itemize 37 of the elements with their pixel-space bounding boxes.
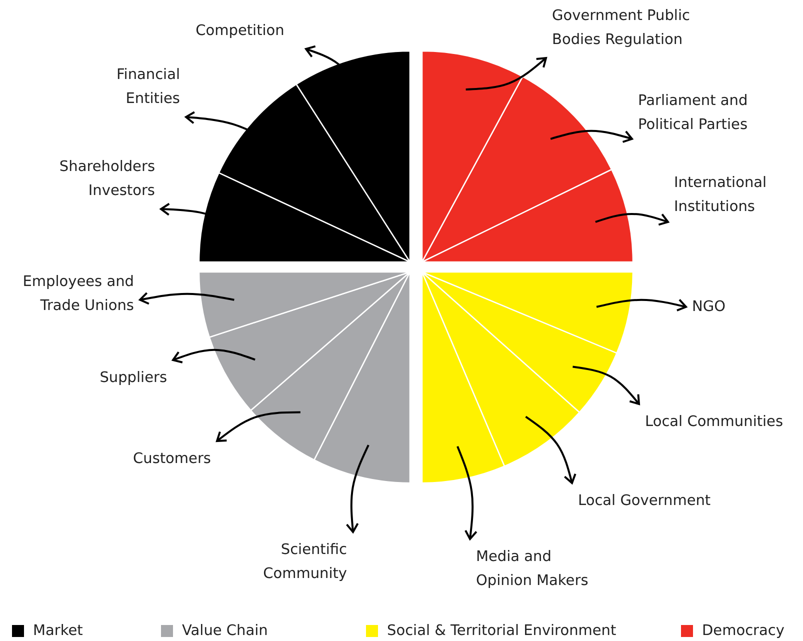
arrow (456, 446, 478, 540)
stakeholder-label: Employees and Trade Unions (4, 270, 134, 318)
stakeholder-label: Local Communities (645, 410, 784, 434)
arrow (550, 130, 633, 143)
stakeholder-label: Shareholders Investors (30, 155, 155, 203)
pie-slice (421, 271, 618, 414)
stakeholder-label: Customers (133, 447, 211, 471)
legend-label: Value Chain (182, 622, 268, 640)
legend-label: Social & Territorial Environment (387, 622, 616, 640)
stakeholder-label: Suppliers (100, 366, 167, 390)
arrow (572, 366, 640, 405)
pie-slice (218, 84, 411, 263)
stakeholder-label: Scientific Community (247, 538, 347, 586)
arrow (525, 416, 576, 484)
pie-slice (421, 50, 524, 263)
stakeholder-label: Local Government (578, 489, 711, 513)
stakeholder-label: Competition (180, 19, 300, 43)
pie-slice (296, 50, 411, 263)
arrow (466, 57, 547, 90)
arrow (139, 292, 234, 305)
pie-slice (208, 271, 411, 412)
arrow (172, 348, 256, 364)
stakeholder-label: International Institutions (674, 171, 794, 219)
pie-slice (421, 168, 634, 263)
arrow (596, 298, 687, 312)
stakeholder-label: NGO (692, 295, 726, 319)
legend-label: Democracy (702, 622, 784, 640)
pie-slice (421, 76, 612, 263)
arrow (346, 444, 370, 533)
stakeholder-label: Government Public Bodies Regulation (552, 4, 717, 52)
stakeholder-label: Financial Entities (85, 63, 180, 111)
pie-slice (198, 172, 411, 263)
arrow (595, 212, 669, 226)
arrow (216, 411, 300, 442)
legend-label: Market (33, 622, 83, 640)
stakeholder-label: Parliament and Political Parties (638, 89, 773, 137)
stakeholder-label: Media and Opinion Makers (476, 545, 611, 593)
